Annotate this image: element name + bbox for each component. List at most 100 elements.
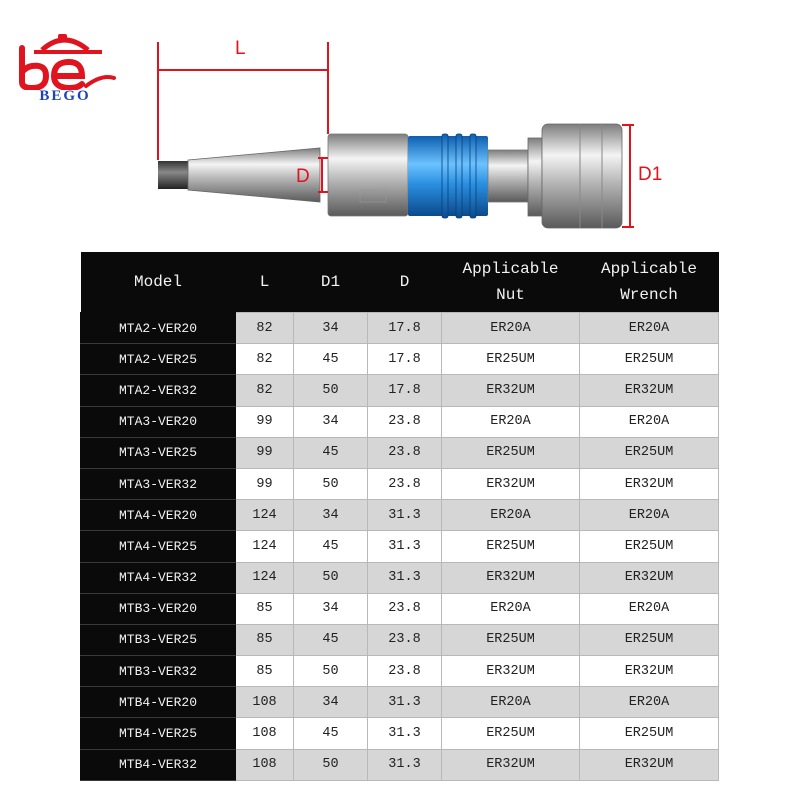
cell-d: 31.3	[367, 717, 442, 750]
dimension-label-d1: D1	[638, 164, 663, 185]
cell-d1: 34	[293, 405, 368, 438]
cell-nut: ER32UM	[441, 655, 580, 688]
cell-l: 82	[235, 374, 294, 407]
cell-d: 23.8	[367, 436, 442, 469]
cell-wrench: ER32UM	[579, 655, 719, 688]
bego-logo: BEGO	[6, 30, 124, 104]
bego-logo-mark-icon	[19, 34, 116, 92]
cell-l: 124	[235, 530, 294, 563]
header-nut-line2: Nut	[496, 286, 525, 304]
product-diagram: L D D1	[150, 30, 670, 235]
cell-model: MTB4-VER25	[80, 717, 236, 750]
cell-d: 31.3	[367, 530, 442, 563]
cell-d1: 34	[293, 499, 368, 532]
cell-wrench: ER20A	[579, 686, 719, 719]
cell-nut: ER20A	[441, 592, 580, 625]
cell-model: MTA3-VER32	[80, 467, 236, 501]
cell-d: 23.8	[367, 623, 442, 657]
thread-section	[527, 137, 543, 217]
dimension-label-l: L	[235, 38, 246, 59]
cell-l: 108	[235, 748, 294, 781]
cell-l: 85	[235, 592, 294, 625]
cell-d: 23.8	[367, 592, 442, 625]
cell-model: MTA4-VER25	[80, 530, 236, 563]
cell-l: 99	[235, 436, 294, 469]
cell-nut: ER20A	[441, 311, 580, 345]
cell-d: 31.3	[367, 686, 442, 719]
cell-d1: 34	[293, 311, 368, 345]
dimension-label-d: D	[296, 166, 310, 187]
cell-l: 82	[235, 343, 294, 376]
cell-l: 99	[235, 405, 294, 438]
cell-l: 124	[235, 499, 294, 532]
cell-d: 17.8	[367, 311, 442, 345]
collet-nut	[541, 123, 623, 229]
cell-model: MTB4-VER32	[80, 748, 236, 781]
cell-wrench: ER32UM	[579, 561, 719, 594]
cell-d: 31.3	[367, 499, 442, 532]
holder-body	[327, 133, 409, 217]
cell-l: 85	[235, 655, 294, 688]
tang-part	[158, 161, 188, 189]
cell-nut: ER32UM	[441, 374, 580, 407]
cell-model: MTA3-VER25	[80, 436, 236, 469]
cell-wrench: ER32UM	[579, 748, 719, 781]
cell-d1: 45	[293, 343, 368, 376]
cell-d1: 50	[293, 561, 368, 594]
holder-neck	[487, 149, 529, 203]
cell-l: 99	[235, 467, 294, 501]
cell-l: 124	[235, 561, 294, 594]
header-applicable-nut: Applicable Nut	[441, 252, 580, 313]
cell-nut: ER32UM	[441, 748, 580, 781]
cell-wrench: ER32UM	[579, 374, 719, 407]
cell-wrench: ER25UM	[579, 623, 719, 657]
cell-model: MTA2-VER32	[80, 374, 236, 407]
cell-l: 108	[235, 686, 294, 719]
cell-model: MTB3-VER20	[80, 592, 236, 625]
header-l: L	[235, 252, 294, 313]
cell-wrench: ER20A	[579, 499, 719, 532]
cell-nut: ER25UM	[441, 530, 580, 563]
cell-d: 17.8	[367, 374, 442, 407]
cell-model: MTA4-VER20	[80, 499, 236, 532]
cell-model: MTB4-VER20	[80, 686, 236, 719]
cell-d1: 50	[293, 655, 368, 688]
header-model: Model	[80, 252, 236, 313]
cell-d: 23.8	[367, 405, 442, 438]
logo-wordmark: BEGO	[39, 88, 91, 104]
table-header: Model L D1 D Applicable Nut Applicable W…	[80, 252, 719, 313]
cell-d1: 50	[293, 467, 368, 501]
cell-model: MTA2-VER25	[80, 343, 236, 376]
cell-d1: 50	[293, 374, 368, 407]
cell-model: MTA3-VER20	[80, 405, 236, 438]
cell-d: 23.8	[367, 467, 442, 501]
header-applicable-wrench: Applicable Wrench	[579, 252, 719, 313]
cell-nut: ER32UM	[441, 467, 580, 501]
cell-d: 31.3	[367, 748, 442, 781]
header-wrench-line1: Applicable	[600, 260, 697, 278]
cell-model: MTB3-VER32	[80, 655, 236, 688]
cell-model: MTA2-VER20	[80, 311, 236, 345]
cell-d1: 34	[293, 592, 368, 625]
cell-wrench: ER20A	[579, 311, 719, 345]
cell-d1: 45	[293, 623, 368, 657]
cell-wrench: ER20A	[579, 405, 719, 438]
cell-nut: ER25UM	[441, 623, 580, 657]
cell-wrench: ER25UM	[579, 343, 719, 376]
cell-d1: 34	[293, 686, 368, 719]
cell-d1: 45	[293, 436, 368, 469]
header-nut-line1: Applicable	[462, 260, 559, 278]
